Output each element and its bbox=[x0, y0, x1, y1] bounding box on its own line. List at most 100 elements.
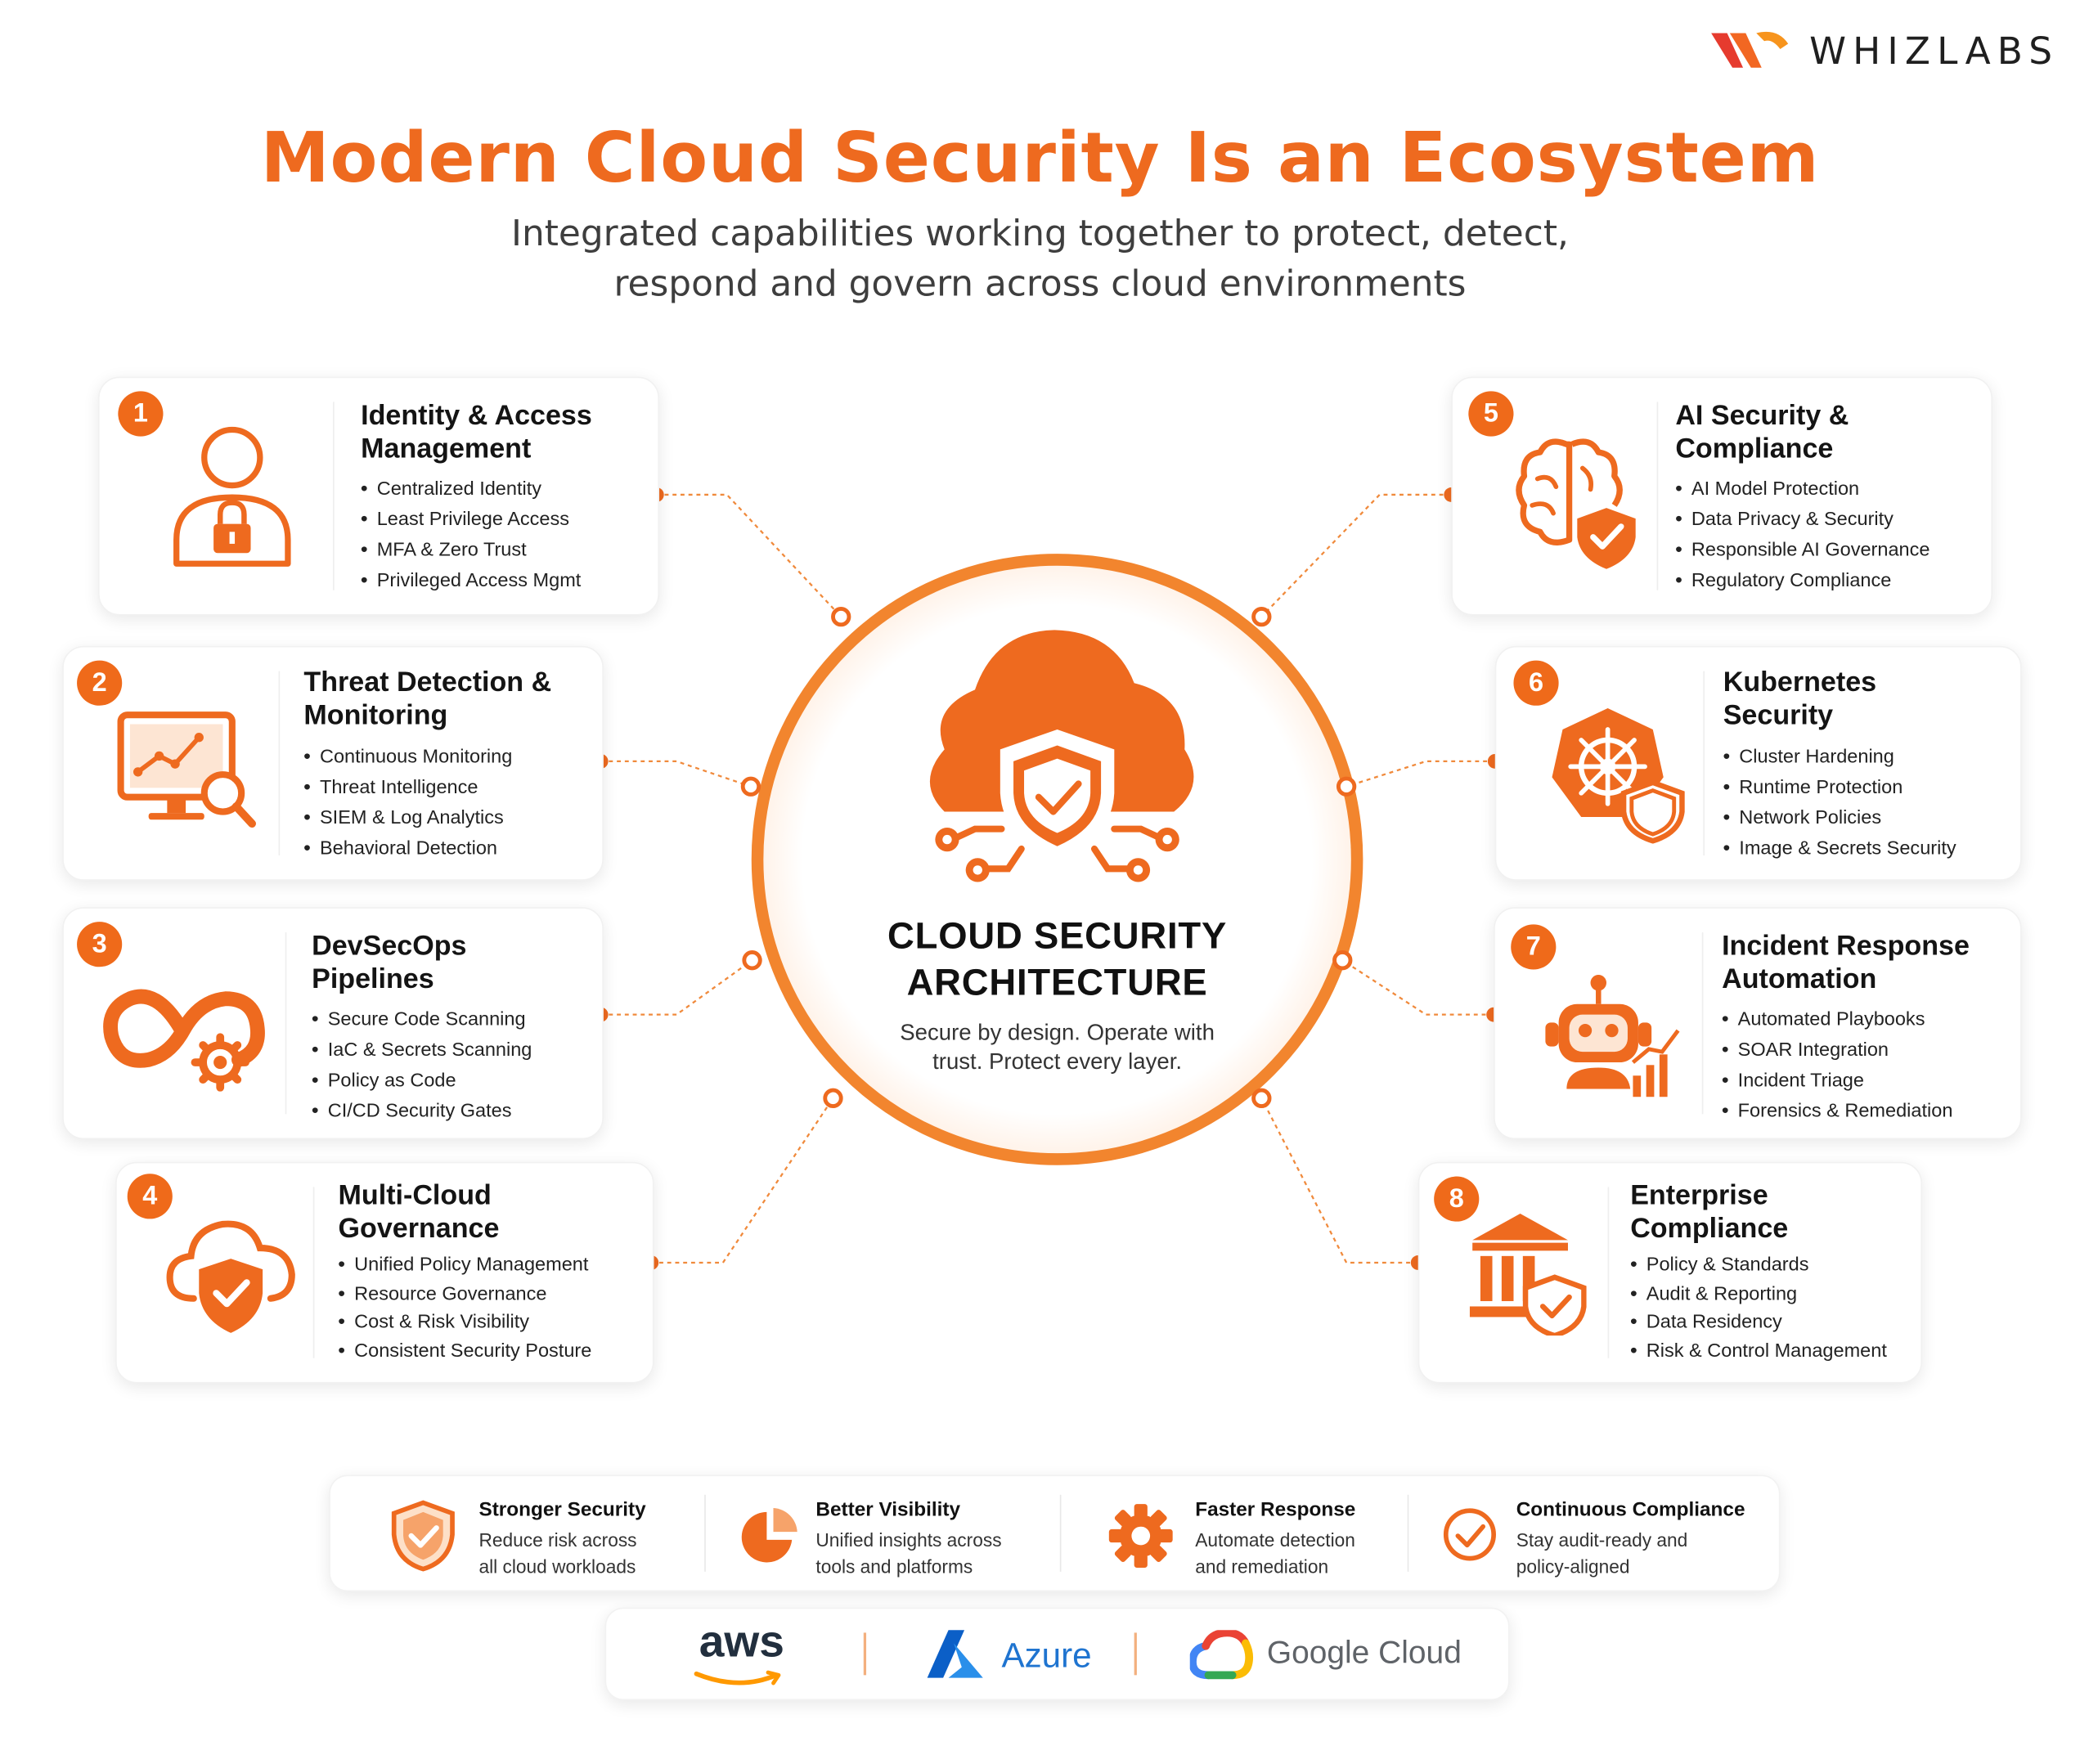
card-title-line-2: Monitoring bbox=[303, 700, 448, 731]
ring-node-4 bbox=[823, 1088, 843, 1109]
connector-4 bbox=[651, 1097, 834, 1264]
card-title: AI Security & Compliance bbox=[1675, 399, 1849, 465]
hub-title: CLOUD SECURITY ARCHITECTURE bbox=[796, 913, 1319, 1006]
list-item: Regulatory Compliance bbox=[1675, 567, 1930, 597]
cloud-shield-check-icon bbox=[166, 1220, 295, 1333]
list-item: Cluster Hardening bbox=[1723, 743, 1956, 773]
connector-1 bbox=[656, 493, 842, 617]
hub-tagline: Secure by design. Operate with trust. Pr… bbox=[849, 1019, 1265, 1077]
card-devsecops[interactable]: 3 DevSecOps Pipelines Secure Code Scanni… bbox=[62, 907, 604, 1140]
aws-smile-icon bbox=[694, 1670, 781, 1685]
card-title-line-2: Compliance bbox=[1675, 433, 1834, 465]
list-item: Behavioral Detection bbox=[303, 834, 512, 864]
subtitle-line-1: Integrated capabilities working together… bbox=[511, 213, 1569, 255]
helm-shield-icon bbox=[1552, 708, 1685, 844]
list-item: MFA & Zero Trust bbox=[361, 536, 581, 566]
card-items: Automated Playbooks SOAR Integration Inc… bbox=[1722, 1005, 1953, 1127]
hub-ring bbox=[751, 554, 1363, 1165]
card-divider bbox=[1607, 1187, 1610, 1358]
card-items: Secure Code Scanning IaC & Secrets Scann… bbox=[312, 1005, 532, 1127]
google-cloud-logo-text: Google Cloud bbox=[1266, 1635, 1462, 1672]
card-threat-detection[interactable]: 2 Threat Detection & Monitoring Continuo… bbox=[62, 645, 604, 881]
card-ai-security[interactable]: 5 AI Security & Compliance AI Model Prot… bbox=[1451, 376, 1992, 616]
list-item: Automated Playbooks bbox=[1722, 1005, 1952, 1035]
shield-check-icon bbox=[391, 1500, 455, 1572]
card-title-line-2: Management bbox=[361, 433, 532, 465]
benefit-description: Stay audit-ready and policy-aligned bbox=[1516, 1527, 1742, 1580]
list-item: Resource Governance bbox=[339, 1281, 592, 1309]
connector-7 bbox=[1341, 959, 1494, 1016]
building-shield-icon bbox=[1469, 1213, 1587, 1336]
list-item: Least Privilege Access bbox=[361, 505, 581, 536]
whizlabs-mark-icon bbox=[1711, 31, 1789, 68]
list-item: Consistent Security Posture bbox=[339, 1338, 591, 1367]
card-kubernetes[interactable]: 6 Kubernetes Security Cluster Hardening … bbox=[1494, 645, 2022, 881]
card-number-badge: 5 bbox=[1468, 391, 1514, 437]
benefit-title: Continuous Compliance bbox=[1516, 1498, 1745, 1522]
card-items: Cluster Hardening Runtime Protection Net… bbox=[1723, 743, 1956, 864]
benefit-description-line-2: and remediation bbox=[1195, 1555, 1329, 1578]
card-incident-response[interactable]: 7 Incident Response Automation Automated… bbox=[1494, 907, 2022, 1140]
robot-chart-icon bbox=[1545, 975, 1680, 1097]
benefit-continuous-compliance: Continuous Compliance Stay audit-ready a… bbox=[1408, 1476, 1779, 1590]
cloud-providers-bar: aws Azure Google Cloud bbox=[604, 1607, 1510, 1701]
card-number-badge: 7 bbox=[1511, 924, 1557, 970]
benefit-faster-response: Faster Response Automate detection and r… bbox=[1060, 1476, 1408, 1590]
user-lock-icon bbox=[173, 426, 291, 567]
card-items: Continuous Monitoring Threat Intelligenc… bbox=[303, 743, 512, 864]
benefits-bar: Stronger Security Reduce risk across all… bbox=[329, 1474, 1781, 1592]
list-item: Network Policies bbox=[1723, 804, 1956, 834]
card-title: Identity & Access Management bbox=[361, 399, 592, 465]
benefit-title: Stronger Security bbox=[478, 1498, 646, 1522]
aws-logo: aws bbox=[694, 1616, 784, 1685]
card-divider bbox=[1701, 932, 1704, 1115]
connector-5 bbox=[1260, 493, 1452, 617]
list-item: Data Privacy & Security bbox=[1675, 505, 1930, 536]
ring-node-5 bbox=[1251, 606, 1272, 627]
ring-node-6 bbox=[1336, 776, 1357, 797]
benefit-separator bbox=[1407, 1494, 1409, 1572]
benefit-description: Automate detection and remediation bbox=[1195, 1527, 1421, 1580]
subtitle-line-2: respond and govern across cloud environm… bbox=[613, 263, 1467, 306]
card-number-badge: 8 bbox=[1434, 1176, 1480, 1222]
card-title-line-1: AI Security & bbox=[1675, 400, 1849, 432]
benefit-description-line-1: Unified insights across bbox=[815, 1528, 1002, 1551]
list-item: Responsible AI Governance bbox=[1675, 536, 1930, 566]
card-title-line-2: Security bbox=[1723, 700, 1834, 731]
page-title: Modern Cloud Security Is an Ecosystem bbox=[260, 119, 1820, 200]
card-title-line-1: Incident Response bbox=[1722, 931, 1970, 962]
card-title: DevSecOps Pipelines bbox=[312, 930, 466, 996]
list-item: Incident Triage bbox=[1722, 1066, 1952, 1097]
benefit-title: Better Visibility bbox=[815, 1498, 961, 1522]
list-item: Policy as Code bbox=[312, 1066, 532, 1097]
card-multi-cloud[interactable]: 4 Multi-Cloud Governance Unified Policy … bbox=[115, 1161, 654, 1384]
card-title-line-2: Governance bbox=[338, 1213, 500, 1245]
ring-node-8 bbox=[1251, 1088, 1272, 1109]
list-item: Audit & Reporting bbox=[1630, 1281, 1887, 1309]
list-item: SOAR Integration bbox=[1722, 1036, 1952, 1066]
aws-logo-text: aws bbox=[699, 1616, 784, 1667]
card-divider bbox=[333, 402, 335, 590]
whizlabs-logo[interactable]: WHIZLABS bbox=[1709, 24, 2059, 77]
card-enterprise-compliance[interactable]: 8 Enterprise Compliance Policy & Standar… bbox=[1417, 1161, 1922, 1384]
card-title-line-1: Multi-Cloud bbox=[338, 1180, 492, 1211]
gear-icon bbox=[1108, 1504, 1173, 1568]
card-identity-access[interactable]: 1 Identity & Access Management Centraliz… bbox=[98, 376, 660, 616]
ring-node-2 bbox=[740, 776, 761, 797]
list-item: Threat Intelligence bbox=[303, 774, 512, 804]
list-item: Secure Code Scanning bbox=[312, 1005, 532, 1035]
hub-tagline-line-2: trust. Protect every layer. bbox=[932, 1048, 1183, 1075]
list-item: Privileged Access Mgmt bbox=[361, 567, 582, 597]
card-title: Incident Response Automation bbox=[1722, 930, 1970, 996]
list-item: AI Model Protection bbox=[1675, 475, 1930, 505]
card-number-badge: 4 bbox=[127, 1174, 173, 1219]
card-items: Unified Policy Management Resource Gover… bbox=[339, 1252, 592, 1367]
card-title: Multi-Cloud Governance bbox=[339, 1179, 500, 1246]
benefit-description-line-1: Reduce risk across bbox=[478, 1528, 637, 1551]
benefit-stronger-security: Stronger Security Reduce risk across all… bbox=[330, 1476, 704, 1590]
list-item: Policy & Standards bbox=[1630, 1252, 1887, 1281]
cloud-shield-icon bbox=[929, 630, 1194, 882]
logo-text: WHIZLABS bbox=[1809, 28, 2060, 73]
list-item: Image & Secrets Security bbox=[1723, 834, 1956, 864]
